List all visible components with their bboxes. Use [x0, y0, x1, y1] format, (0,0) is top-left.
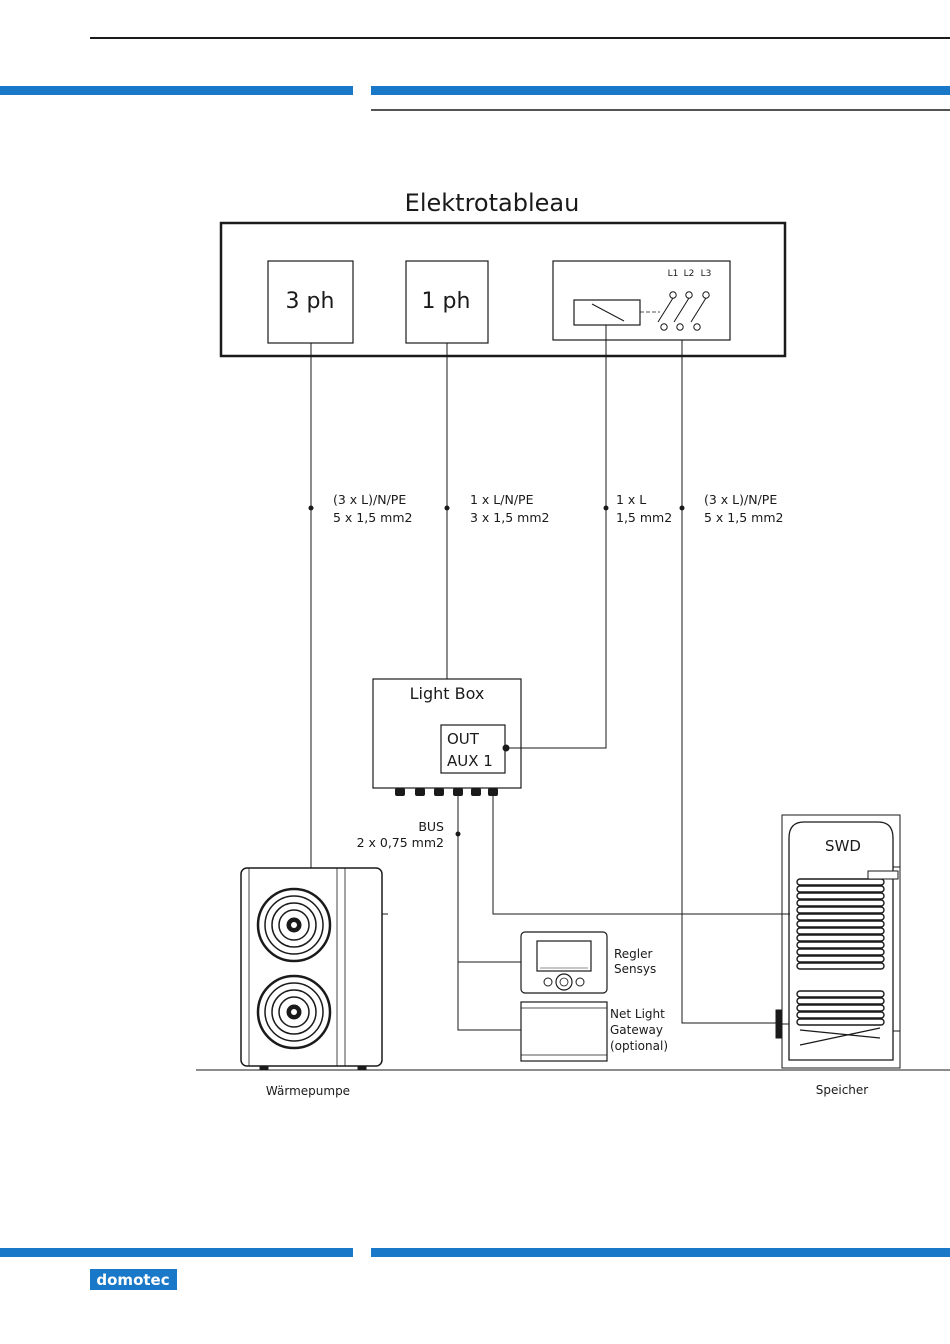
coil-loop — [797, 1005, 884, 1011]
single-phase-breaker: 1 ph — [406, 261, 488, 343]
net-light-gateway — [521, 1002, 607, 1061]
fan-top-icon — [258, 889, 330, 961]
svg-text:1 x L: 1 x L — [616, 492, 646, 507]
svg-text:1,5 mm2: 1,5 mm2 — [616, 510, 672, 525]
regler-label: Regler Sensys — [614, 947, 656, 976]
coil-loop — [797, 949, 884, 955]
cable-label-light-box: 1 x L/N/PE 3 x 1,5 mm2 — [470, 492, 549, 525]
bus-label: BUS 2 x 0,75 mm2 — [357, 819, 444, 850]
switch-label-l1: L1 — [668, 269, 679, 279]
footer-accent-left — [0, 1248, 353, 1257]
fan-bottom-icon — [258, 976, 330, 1048]
svg-text:(3 x L)/N/PE: (3 x L)/N/PE — [333, 492, 406, 507]
coil-loop — [797, 921, 884, 927]
heat-exchanger-coils — [797, 879, 884, 1045]
coil-loop — [797, 935, 884, 941]
coil-loop — [797, 956, 884, 962]
svg-text:5 x 1,5 mm2: 5 x 1,5 mm2 — [704, 510, 783, 525]
coil-loop — [797, 907, 884, 913]
cable-label-heat-pump: (3 x L)/N/PE 5 x 1,5 mm2 — [333, 492, 412, 525]
coil-loop — [797, 893, 884, 899]
svg-text:2 x 0,75 mm2: 2 x 0,75 mm2 — [357, 835, 444, 850]
gateway-label: Net Light Gateway (optional) — [610, 1007, 668, 1053]
svg-text:(3 x L)/N/PE: (3 x L)/N/PE — [704, 492, 777, 507]
cable-glands — [395, 788, 498, 796]
svg-text:(optional): (optional) — [610, 1039, 668, 1053]
panel-title: Elektrotableau — [405, 189, 580, 217]
aux-number-label: AUX 1 — [447, 752, 493, 770]
contactor-box: L1 L2 L3 — [553, 261, 730, 340]
light-box-title: Light Box — [410, 684, 485, 703]
header-accent-right — [371, 86, 950, 95]
svg-text:Regler: Regler — [614, 947, 653, 961]
cable-label-storage: (3 x L)/N/PE 5 x 1,5 mm2 — [704, 492, 783, 525]
svg-text:Net Light: Net Light — [610, 1007, 665, 1021]
switch-label-l3: L3 — [701, 269, 712, 279]
svg-text:Gateway: Gateway — [610, 1023, 663, 1037]
coil-loop — [797, 998, 884, 1004]
coil-loop — [797, 900, 884, 906]
coil-loop — [797, 1012, 884, 1018]
tank-label: SWD — [825, 837, 861, 855]
coil-loop — [797, 914, 884, 920]
svg-text:Sensys: Sensys — [614, 962, 656, 976]
three-phase-breaker: 3 ph — [268, 261, 353, 343]
heat-pump-caption: Wärmepumpe — [266, 1084, 350, 1098]
storage-caption: Speicher — [816, 1083, 869, 1097]
coil-loop — [797, 928, 884, 934]
heat-pump — [241, 868, 388, 1070]
coil-loop — [797, 1019, 884, 1025]
regler-controller — [521, 932, 607, 993]
coil-loop — [797, 886, 884, 892]
aux-out-label: OUT — [447, 730, 480, 748]
svg-text:3 x 1,5 mm2: 3 x 1,5 mm2 — [470, 510, 549, 525]
svg-text:domotec: domotec — [96, 1271, 169, 1289]
page-footer: domotec — [0, 1248, 950, 1290]
domotec-logo: domotec — [90, 1269, 177, 1290]
coil-loop — [797, 879, 884, 885]
footer-accent-right — [371, 1248, 950, 1257]
switch-label-l2: L2 — [684, 269, 695, 279]
svg-text:BUS: BUS — [418, 819, 444, 834]
coil-loop — [797, 942, 884, 948]
header-accent-left — [0, 86, 353, 95]
svg-text:1 x L/N/PE: 1 x L/N/PE — [470, 492, 534, 507]
light-box: Light Box OUT AUX 1 — [373, 679, 521, 796]
three-phase-label: 3 ph — [286, 289, 335, 314]
page-header — [0, 38, 950, 110]
single-phase-label: 1 ph — [422, 289, 471, 314]
cables — [311, 325, 790, 1030]
coil-loop — [797, 991, 884, 997]
svg-text:5 x 1,5 mm2: 5 x 1,5 mm2 — [333, 510, 412, 525]
coil-loop — [797, 963, 884, 969]
cable-label-aux: 1 x L 1,5 mm2 — [616, 492, 672, 525]
